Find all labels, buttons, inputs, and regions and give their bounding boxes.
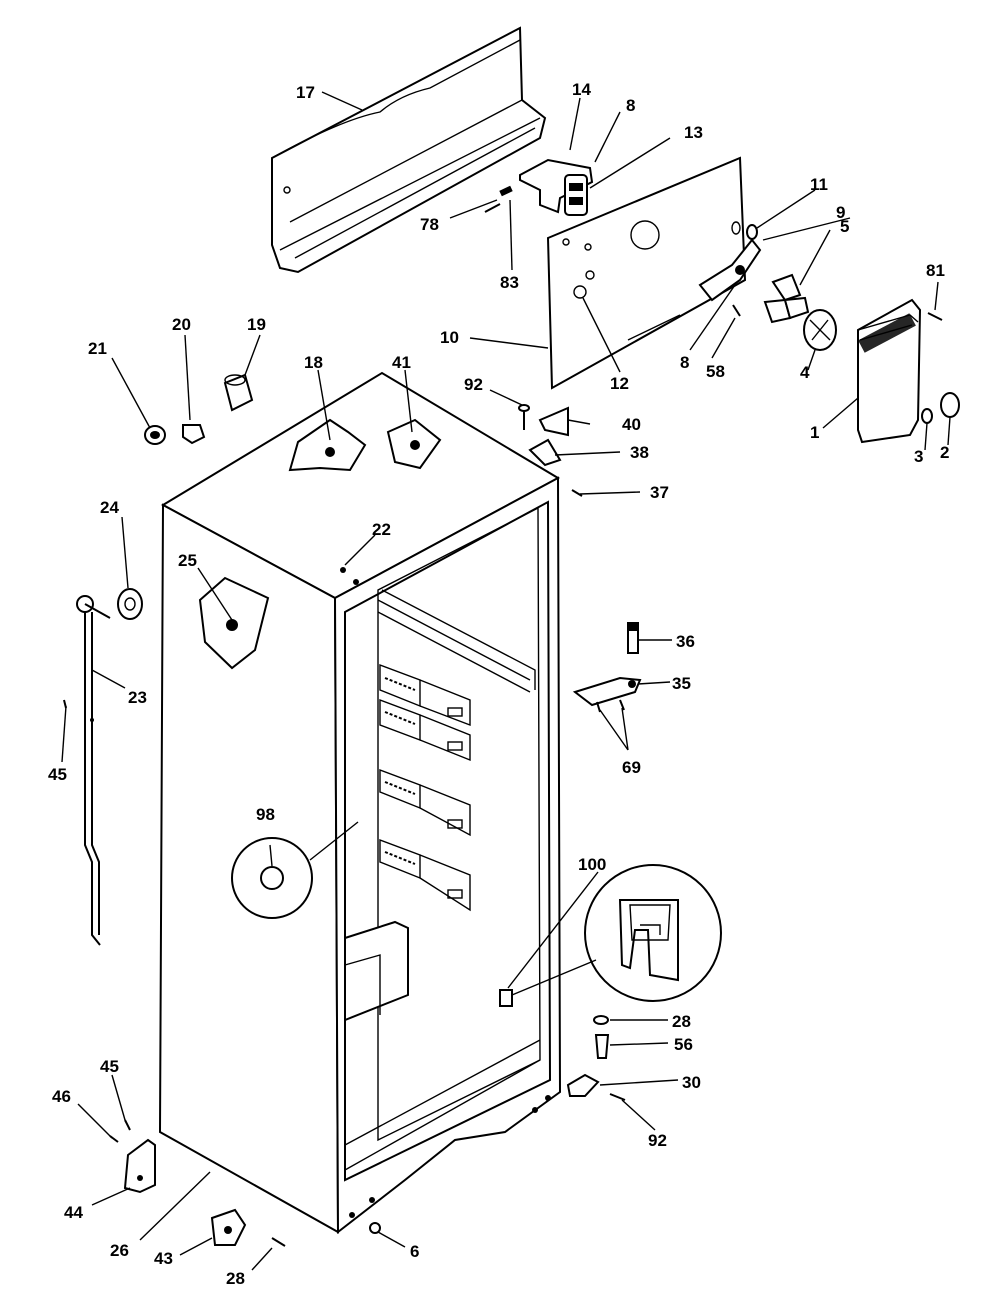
part-28-washer: [593, 1015, 609, 1025]
label-100: 100: [578, 855, 606, 874]
part-43-bracket: [210, 1208, 247, 1246]
label-21: 21: [88, 339, 107, 358]
label-38: 38: [630, 443, 649, 462]
label-40: 40: [622, 415, 641, 434]
label-28b: 28: [226, 1269, 245, 1288]
label-45a: 45: [48, 765, 67, 784]
part-14-bracket: [519, 158, 594, 214]
label-18: 18: [304, 353, 323, 372]
part-98-label-disc: [231, 821, 359, 919]
part-2-cap: [940, 392, 960, 418]
label-22: 22: [372, 520, 391, 539]
label-58: 58: [706, 362, 725, 381]
part-69-screws: [596, 699, 625, 713]
label-28a: 28: [672, 1012, 691, 1031]
part-18-top-plate: [288, 418, 367, 472]
part-11-grommet: [746, 224, 758, 240]
label-13: 13: [684, 123, 703, 142]
label-46: 46: [52, 1087, 71, 1106]
part-58-screw: [732, 304, 741, 317]
part-40-hinge-cover: [538, 406, 569, 437]
part-20-plug: [182, 424, 206, 445]
part-10-control-panel: [546, 156, 747, 390]
label-56: 56: [674, 1035, 693, 1054]
label-37: 37: [650, 483, 669, 502]
label-69: 69: [622, 758, 641, 777]
label-20: 20: [172, 315, 191, 334]
part-92-screw-bottom: [609, 1093, 626, 1101]
part-36-hinge-pin: [627, 622, 639, 654]
part-38-shim: [528, 438, 562, 467]
cabinet-body: [158, 371, 562, 1235]
part-78-83-screws: [484, 185, 513, 213]
part-92-screw-top: [518, 404, 530, 430]
part-4-fan-motor: [803, 309, 837, 351]
label-25: 25: [178, 551, 197, 570]
part-35-hinge: [572, 676, 642, 707]
label-8a: 8: [626, 96, 635, 115]
label-45b: 45: [100, 1057, 119, 1076]
label-41: 41: [392, 353, 411, 372]
label-23: 23: [128, 688, 147, 707]
part-44-bracket: [123, 1138, 156, 1194]
label-81: 81: [926, 261, 945, 280]
label-30: 30: [682, 1073, 701, 1092]
part-45-screw-bottom: [124, 1119, 131, 1131]
label-92b: 92: [648, 1131, 667, 1150]
part-1-air-duct: [857, 298, 922, 444]
shelf-supports: [379, 663, 471, 912]
label-2: 2: [940, 443, 949, 462]
part-25-side-plate: [198, 576, 270, 670]
part-19-roller: [223, 373, 254, 412]
label-11: 11: [810, 175, 828, 194]
label-8b: 8: [680, 353, 689, 372]
label-78: 78: [420, 215, 439, 234]
label-14: 14: [572, 80, 591, 99]
part-labels: 17 14 8 13 78 83 11 9 5 81 10 12 8 58 4 …: [48, 80, 949, 1288]
leader-lines: [61, 91, 951, 1271]
label-24: 24: [100, 498, 119, 517]
label-6: 6: [410, 1242, 419, 1261]
part-17-top-cover: [271, 26, 547, 274]
part-13-thermostat: [564, 174, 588, 216]
label-5: 5: [840, 217, 849, 236]
part-21-plug: [144, 425, 166, 445]
part-3-grommet: [921, 408, 933, 424]
label-35: 35: [672, 674, 691, 693]
label-98: 98: [256, 805, 275, 824]
label-3: 3: [914, 447, 923, 466]
label-36: 36: [676, 632, 695, 651]
part-6-leveler: [369, 1222, 381, 1234]
label-1: 1: [810, 423, 819, 442]
label-92a: 92: [464, 375, 483, 394]
part-5-fan-blade: [763, 273, 810, 324]
part-37-screw: [571, 489, 583, 497]
label-26: 26: [110, 1241, 129, 1260]
part-30-lower-hinge: [566, 1073, 600, 1097]
label-10: 10: [440, 328, 459, 347]
part-100-detail-callout: [499, 864, 722, 1007]
part-28-screw-bottom: [271, 1237, 286, 1247]
label-43: 43: [154, 1249, 173, 1268]
label-4: 4: [800, 363, 810, 382]
part-9-switch: [698, 238, 762, 302]
part-23-rod: [76, 595, 111, 946]
part-24-washer: [117, 588, 143, 620]
label-19: 19: [247, 315, 266, 334]
label-17: 17: [296, 83, 315, 102]
part-56-pin: [594, 1034, 610, 1059]
label-83: 83: [500, 273, 519, 292]
label-12: 12: [610, 374, 629, 393]
label-9: 9: [836, 203, 845, 222]
label-44: 44: [64, 1203, 83, 1222]
part-81-screw: [927, 312, 943, 321]
